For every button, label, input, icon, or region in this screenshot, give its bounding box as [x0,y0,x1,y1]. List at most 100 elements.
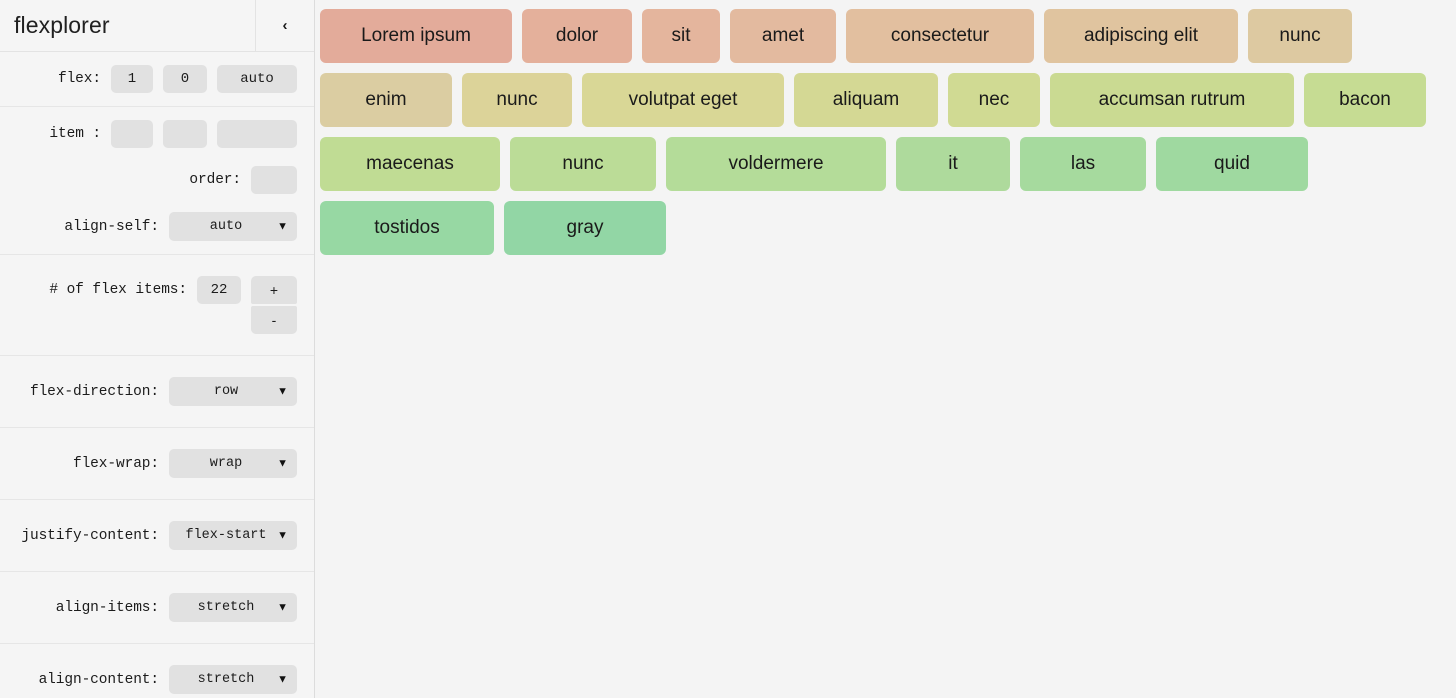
align-self-select[interactable]: auto [169,212,297,241]
flex-item[interactable]: volutpat eget [582,73,784,127]
flex-item[interactable]: accumsan rutrum [1050,73,1294,127]
align-items-label: align-items: [55,599,159,616]
flex-item-label: nec [978,89,1010,110]
justify-content-row: justify-content: flex-start ▼ [0,512,314,559]
item-label: item : [49,126,101,142]
flex-item-label: adipiscing elit [1083,25,1199,46]
flex-count-stepper: + - [251,276,297,334]
flex-item-label: quid [1214,153,1250,174]
align-content-label: align-content: [38,671,160,688]
flex-item-label: nunc [496,89,538,110]
flex-item-label: gray [566,217,604,238]
section-align-items: align-items: stretch ▼ [0,572,314,644]
flex-item-label: volutpat eget [628,89,738,110]
align-content-row: align-content: stretch ▼ [0,656,314,698]
flex-item[interactable]: it [896,137,1010,191]
order-input[interactable] [251,166,297,194]
flex-wrap-label: flex-wrap: [72,455,159,472]
flex-item-label: aliquam [832,89,900,110]
flex-item-label: maecenas [366,153,454,174]
flex-item[interactable]: nec [948,73,1040,127]
item-basis-input[interactable] [217,120,297,148]
flex-item[interactable]: gray [504,201,666,255]
flex-count-increment-button[interactable]: + [251,276,297,304]
flex-shorthand-row: flex: [0,56,314,102]
align-items-select-wrap: stretch ▼ [169,593,297,622]
flex-item[interactable]: consectetur [846,9,1034,63]
flex-direction-select-wrap: row ▼ [169,377,297,406]
flex-count-label: # of flex items: [49,282,187,298]
flex-item-label: accumsan rutrum [1098,89,1246,110]
flex-item[interactable]: adipiscing elit [1044,9,1238,63]
flex-item[interactable]: sit [642,9,720,63]
flex-direction-select[interactable]: row [169,377,297,406]
flex-wrap-select-wrap: wrap ▼ [169,449,297,478]
item-order-row: order: [0,157,314,203]
flex-item-label: tostidos [374,217,440,238]
section-flex-wrap: flex-wrap: wrap ▼ [0,428,314,500]
item-row: item : [0,111,314,157]
flex-item[interactable]: nunc [510,137,656,191]
flex-item[interactable]: voldermere [666,137,886,191]
flex-container: Lorem ipsum dolor sit amet consectetur adipis… [320,9,1456,255]
flex-item[interactable]: dolor [522,9,632,63]
flex-item-label: nunc [562,153,604,174]
section-flex-item-count: # of flex items: + - [0,255,314,356]
flex-item[interactable]: bacon [1304,73,1426,127]
section-justify-content: justify-content: flex-start ▼ [0,500,314,572]
flex-item-label: las [1070,153,1096,174]
justify-content-select[interactable]: flex-start [169,521,297,550]
flex-item-label: voldermere [728,153,824,174]
flex-wrap-row: flex-wrap: wrap ▼ [0,440,314,487]
chevron-left-icon: ‹ [282,17,288,34]
flex-item-label: dolor [555,25,599,46]
flex-shorthand-label: flex: [57,71,101,87]
flex-basis-input[interactable] [217,65,297,93]
flex-shrink-input[interactable] [163,65,207,93]
flex-item[interactable]: amet [730,9,836,63]
flex-item-label: it [948,153,958,174]
flex-item[interactable]: las [1020,137,1146,191]
flex-count-input[interactable] [197,276,241,304]
flex-item[interactable]: nunc [462,73,572,127]
sidebar-collapse-button[interactable]: ‹ [255,0,314,52]
flex-count-decrement-button[interactable]: - [251,306,297,334]
flex-count-row: # of flex items: + - [0,267,314,343]
justify-content-label: justify-content: [21,527,159,544]
flex-item[interactable]: Lorem ipsum [320,9,512,63]
align-content-select[interactable]: stretch [169,665,297,694]
align-content-select-wrap: stretch ▼ [169,665,297,694]
sidebar: flexplorer ‹ flex: item : order: [0,0,315,698]
flex-item-label: nunc [1279,25,1321,46]
align-items-row: align-items: stretch ▼ [0,584,314,631]
section-flex-direction: flex-direction: row ▼ [0,356,314,428]
flex-wrap-select[interactable]: wrap [169,449,297,478]
flex-item[interactable]: tostidos [320,201,494,255]
justify-content-select-wrap: flex-start ▼ [169,521,297,550]
flex-item-label: sit [671,25,691,46]
item-grow-input[interactable] [111,120,153,148]
flex-item[interactable]: maecenas [320,137,500,191]
section-align-content: align-content: stretch ▼ [0,644,314,698]
section-item: item : order: align-self: auto ▼ [0,107,314,255]
flex-item-label: consectetur [890,25,990,46]
flex-preview-area: Lorem ipsum dolor sit amet consectetur adipis… [315,0,1456,698]
sidebar-header: flexplorer ‹ [0,0,314,52]
flex-item[interactable]: nunc [1248,9,1352,63]
flex-item-label: bacon [1339,89,1391,110]
item-shrink-input[interactable] [163,120,207,148]
app-title: flexplorer [14,12,110,38]
flex-direction-label: flex-direction: [29,383,159,400]
flex-direction-row: flex-direction: row ▼ [0,368,314,415]
order-label: order: [189,172,241,188]
item-align-self-row: align-self: auto ▼ [0,203,314,250]
flex-item[interactable]: enim [320,73,452,127]
flex-item[interactable]: quid [1156,137,1308,191]
align-self-label: align-self: [64,218,159,235]
align-items-select[interactable]: stretch [169,593,297,622]
flex-item[interactable]: aliquam [794,73,938,127]
flex-item-label: enim [365,89,407,110]
flex-item-label: amet [761,25,805,46]
flex-grow-input[interactable] [111,65,153,93]
